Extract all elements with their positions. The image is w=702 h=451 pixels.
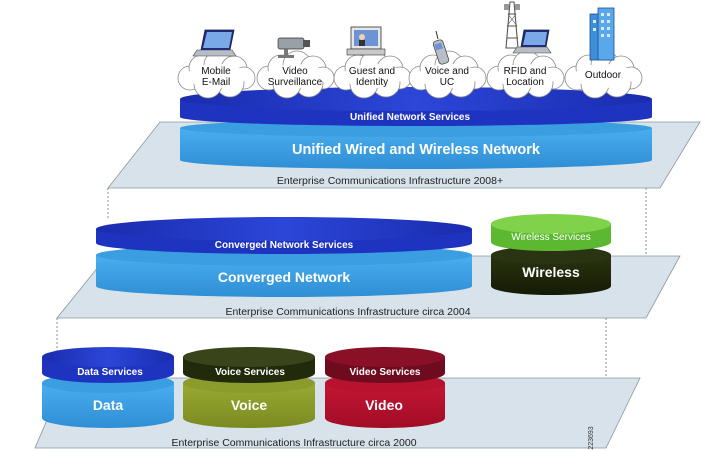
wireless-cylinder <box>491 214 611 295</box>
video-cylinder <box>325 347 445 428</box>
cloud-video <box>256 50 335 99</box>
data-cylinder <box>42 347 174 428</box>
voice-label: Voice <box>231 397 268 413</box>
cloud-label-line1: Guest and <box>349 66 395 77</box>
rfid-tower-icon <box>504 1 552 54</box>
converged-services-label: Converged Network Services <box>215 240 354 251</box>
video-services-label: Video Services <box>350 367 421 378</box>
unified-network-label: Unified Wired and Wireless Network <box>292 142 541 158</box>
converged-network-cylinder <box>96 217 472 297</box>
phone-icon <box>432 30 450 65</box>
cloud-guest-and <box>333 50 412 99</box>
figure-id: 223693 <box>588 426 595 449</box>
cloud-label-line2: Identity <box>356 77 388 88</box>
cloud-label-line2: Surveillance <box>268 77 323 88</box>
data-label: Data <box>93 397 124 413</box>
converged-network-label: Converged Network <box>218 269 350 285</box>
cloud-mobile <box>177 50 256 99</box>
data-services-label: Data Services <box>77 367 143 378</box>
voice-cylinder <box>183 347 315 428</box>
cloud-label-line1: Video <box>282 66 308 77</box>
tier-guide-lines <box>56 188 647 380</box>
voice-services-label: Voice Services <box>215 367 285 378</box>
cloud-outdoor <box>564 50 643 99</box>
laptop-icon <box>192 29 237 57</box>
cloud-label-line1: RFID and <box>504 66 547 77</box>
unified-services-label: Unified Network Services <box>350 112 470 123</box>
video-label: Video <box>365 397 403 413</box>
cloud-label-line1: Voice and <box>425 66 469 77</box>
cloud-label-line1: Mobile <box>201 66 231 77</box>
building-icon <box>589 7 615 61</box>
cloud-label-line2: E-Mail <box>202 77 230 88</box>
cloud-rfid-and <box>486 50 565 99</box>
cloud-voice-and <box>408 50 487 99</box>
middle-tier-caption: Enterprise Communications Infrastructure… <box>225 306 470 318</box>
cloud-label-line1: Outdoor <box>585 70 622 81</box>
wireless-label: Wireless <box>522 264 580 280</box>
cloud-label-line2: UC <box>440 77 454 88</box>
service-clouds <box>177 50 643 99</box>
wireless-services-label: Wireless Services <box>511 232 590 243</box>
kiosk-icon <box>346 26 386 56</box>
camera-icon <box>277 37 310 58</box>
bottom-tier-caption: Enterprise Communications Infrastructure… <box>171 437 416 449</box>
cloud-label-line2: Location <box>506 77 544 88</box>
top-tier-caption: Enterprise Communications Infrastructure… <box>277 175 503 187</box>
